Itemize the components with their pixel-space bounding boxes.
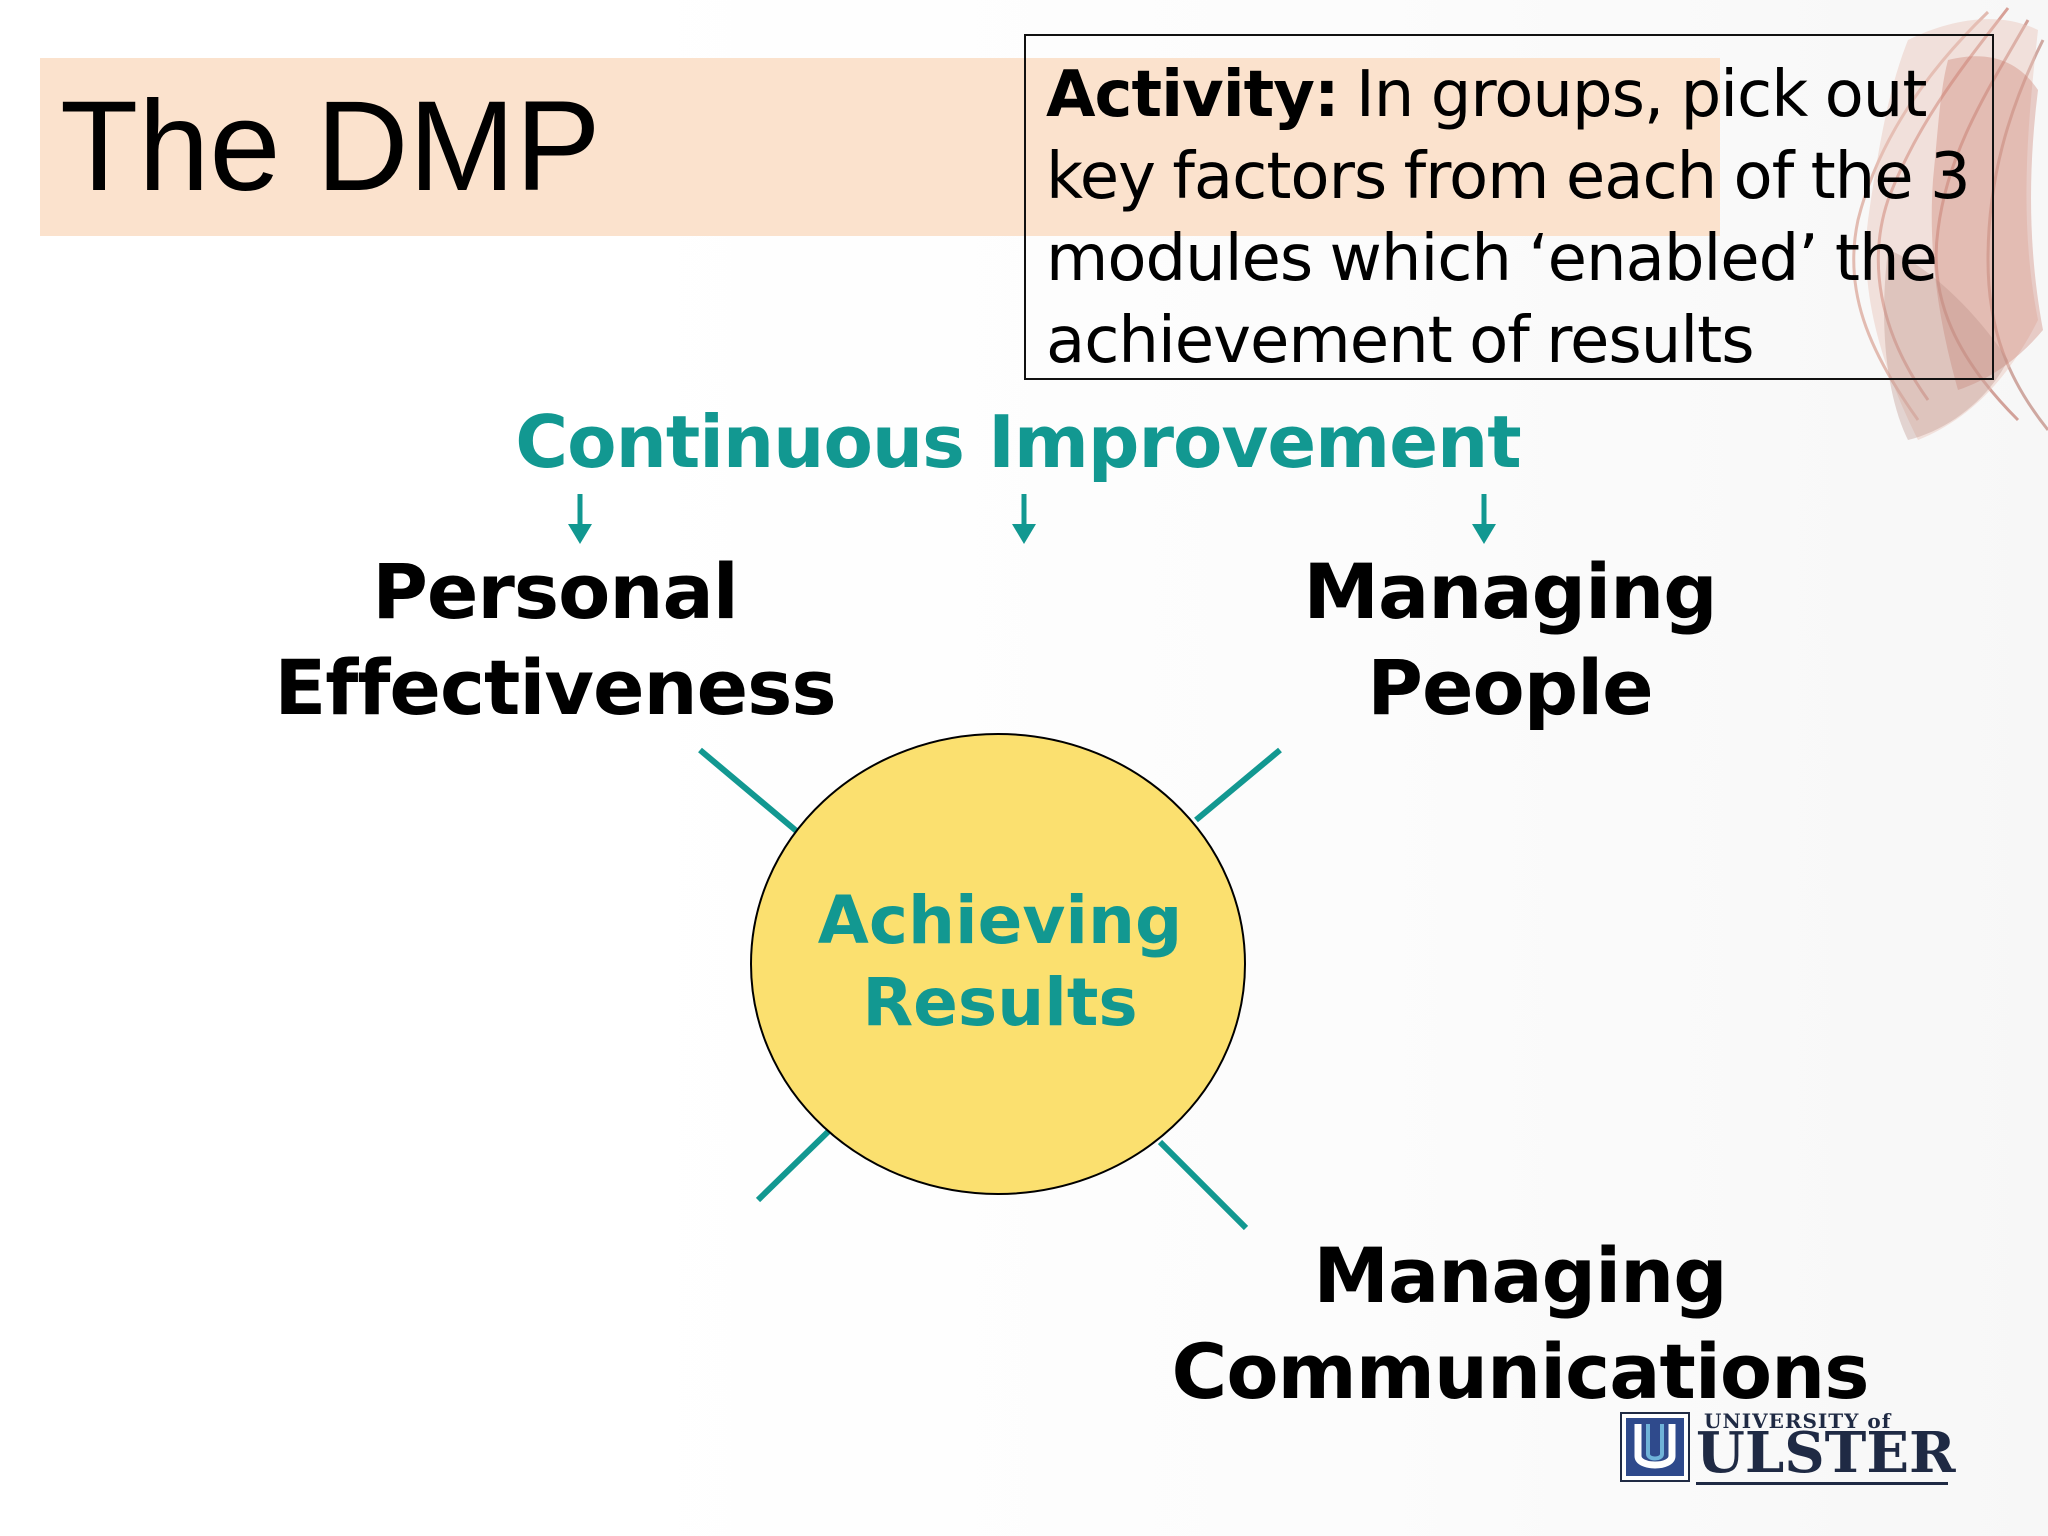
logo-underline: [1696, 1482, 1948, 1485]
module-label-line: Personal: [372, 547, 739, 636]
module-label-line: Managing: [1303, 547, 1717, 636]
ulster-crest-icon: [1620, 1412, 1690, 1482]
improvement-arrows: [568, 494, 1496, 544]
center-label-line: Results: [862, 964, 1138, 1041]
logo-ulster: ULSTER: [1696, 1420, 1956, 1486]
activity-body: In groups, pick out key factors from eac…: [1046, 58, 1971, 378]
module-label-line: Communications: [1171, 1327, 1870, 1416]
activity-instruction-box: Activity: In groups, pick out key factor…: [1024, 34, 1994, 380]
arrow-down-icon: [1012, 494, 1036, 544]
title-band: [40, 58, 1720, 236]
achieving-results-circle: [750, 733, 1246, 1195]
decorative-swirl-graphic: [1852, 7, 2048, 441]
university-of-ulster-logo: UNIVERSITY of ULSTER: [1620, 1409, 1956, 1486]
arrow-down-icon: [1472, 494, 1496, 544]
connector-lines: [698, 747, 1282, 1231]
connector-line-bottom-left: [755, 1121, 839, 1203]
connector-line-personal: [698, 747, 802, 837]
center-label-line: Achieving: [817, 882, 1183, 959]
connector-line-communications: [1157, 1139, 1249, 1231]
slide-title: The DMP: [60, 75, 601, 218]
module-label-line: Managing: [1313, 1231, 1727, 1320]
module-label-line: People: [1367, 643, 1653, 732]
module-personal-effectiveness: Personal Effectiveness: [255, 544, 855, 736]
module-managing-communications: Managing Communications: [1100, 1228, 1940, 1420]
connector-line-people: [1194, 747, 1282, 823]
activity-label: Activity:: [1046, 58, 1340, 132]
module-label-line: Effectiveness: [274, 643, 836, 732]
module-managing-people: Managing People: [1210, 544, 1810, 736]
activity-text: Activity: In groups, pick out key factor…: [1046, 54, 1992, 382]
logo-university-of: UNIVERSITY of: [1704, 1409, 1892, 1433]
arrow-down-icon: [568, 494, 592, 544]
continuous-improvement-heading: Continuous Improvement: [515, 400, 1521, 484]
achieving-results-label: Achieving Results: [750, 880, 1250, 1044]
